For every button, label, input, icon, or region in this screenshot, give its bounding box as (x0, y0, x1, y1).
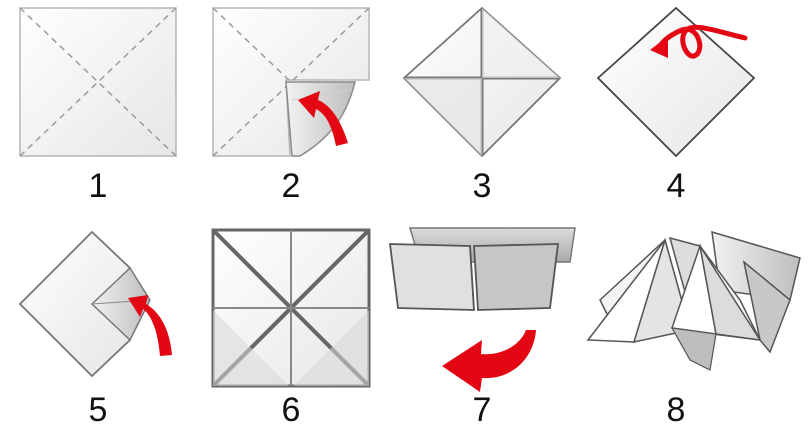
step-5-label: 5 (88, 391, 108, 429)
loop-arrow-icon (657, 24, 748, 59)
step-4-figure (596, 6, 756, 158)
step-1-label: 1 (88, 167, 108, 205)
step-2-label: 2 (281, 167, 301, 205)
curved-arrow-icon (442, 330, 536, 392)
step-8-label: 8 (666, 391, 686, 429)
step-8-figure (586, 230, 801, 371)
step-4-label: 4 (666, 167, 686, 205)
step-7-label: 7 (472, 391, 492, 429)
step-6-figure (211, 228, 371, 388)
curved-arrow-icon (298, 91, 348, 146)
step-6-label: 6 (281, 391, 301, 429)
step-2-figure (212, 7, 370, 157)
step-3-label: 3 (472, 167, 492, 205)
step-7-figure (388, 227, 576, 392)
step-3-figure (402, 6, 562, 158)
step-1-figure (19, 7, 177, 157)
curved-arrow-icon (128, 295, 172, 356)
step-5-figure (18, 230, 172, 378)
